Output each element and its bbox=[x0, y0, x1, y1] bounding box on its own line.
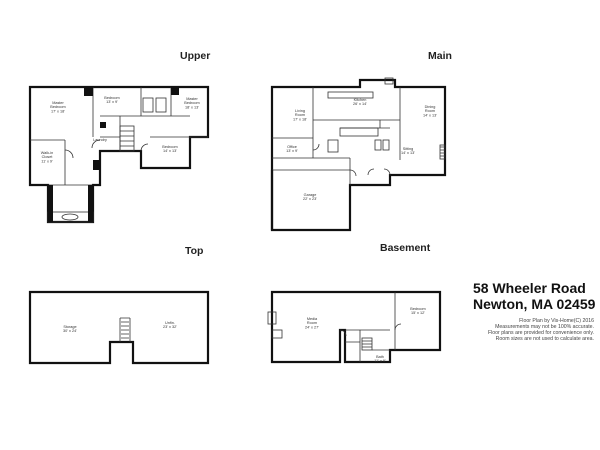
main-room-dims-garage: 22' x 23' bbox=[303, 197, 317, 201]
top-room-name-unfinished: Unfin. bbox=[165, 321, 175, 325]
main-room-name-garage: Garage bbox=[304, 193, 317, 197]
note-credit: Floor Plan by Vis-Home(C) 2016 bbox=[519, 318, 594, 324]
upper-room-dims-closet: 11' x 9' bbox=[41, 159, 53, 163]
basement-room-name-media-b: Room bbox=[307, 321, 317, 325]
upper-room-name-bedroom1: Bedroom bbox=[104, 96, 119, 100]
note-convenience: Floor plans are provided for convenience… bbox=[487, 330, 594, 337]
main-room-name-kitchen: Kitchen bbox=[354, 98, 367, 102]
upper-room-dims-bedroom2: 14' x 13' bbox=[163, 149, 177, 153]
upper-room-dims-master2: 18' x 13' bbox=[185, 105, 199, 109]
note-accuracy: Measurements may not be 100% accurate. bbox=[495, 324, 594, 331]
basement-room-name-bedroom: Bedroom bbox=[410, 307, 425, 311]
upper-room-name-master2-b: Bedroom bbox=[184, 101, 199, 105]
upper-room-label-laundry: Laundry bbox=[93, 138, 107, 142]
upper-room-dims-master: 17' x 18' bbox=[51, 109, 65, 113]
address-street: 58 Wheeler Road bbox=[473, 280, 586, 296]
note-room-sizes: Room sizes are not used to calculate are… bbox=[495, 336, 594, 343]
upper-room-name-closet-b: Closet bbox=[42, 155, 54, 159]
top-room-name-storage: Storage bbox=[63, 325, 76, 329]
top-room-label-unfinished: Unfin.23' x 32' bbox=[163, 321, 177, 329]
main-room-name-living-a: Living bbox=[295, 109, 305, 113]
main-room-dims-office: 13' x 9' bbox=[286, 149, 298, 153]
main-room-name-living-b: Room bbox=[295, 113, 305, 117]
basement-room-name-bath: Bath bbox=[376, 355, 384, 359]
upper-room-name-master2-a: Master bbox=[186, 97, 198, 101]
upper-room-name-closet-a: Walk-in bbox=[41, 151, 54, 155]
upper-room-dims-bedroom1: 13' x 9' bbox=[106, 100, 118, 104]
top-floor-title: Top bbox=[185, 245, 204, 257]
main-room-name-dining-a: Dining bbox=[425, 105, 436, 109]
basement-room-dims-bedroom: 15' x 12' bbox=[411, 311, 425, 315]
upper-room-name-master-b: Bedroom bbox=[50, 105, 65, 109]
upper-room-name-master-a: Master bbox=[52, 101, 64, 105]
basement-room-dims-media: 24' x 27' bbox=[305, 325, 319, 329]
main-room-name-dining-b: Room bbox=[425, 109, 435, 113]
main-room-name-office: Office bbox=[287, 145, 297, 149]
upper-floor-title: Upper bbox=[180, 50, 211, 62]
basement-floor-title: Basement bbox=[380, 242, 431, 254]
main-room-name-sitting: Sitting bbox=[403, 147, 414, 151]
main-room-dims-kitchen: 26' x 14' bbox=[353, 102, 367, 106]
main-floor-title: Main bbox=[428, 50, 452, 62]
disclaimer-notes: Floor Plan by Vis-Home(C) 2016 Measureme… bbox=[470, 318, 594, 342]
main-room-dims-living: 17' x 18' bbox=[293, 117, 307, 121]
basement-room-dims-bath: 11' x 9' bbox=[374, 359, 386, 363]
basement-room-name-media-a: Media bbox=[307, 317, 318, 321]
main-room-dims-sitting: 14' x 13' bbox=[401, 151, 415, 155]
main-room-dims-dining: 14' x 13' bbox=[423, 113, 437, 117]
address-city: Newton, MA 02459 bbox=[473, 296, 596, 312]
top-room-dims-unfinished: 23' x 32' bbox=[163, 325, 177, 329]
top-room-dims-storage: 30' x 24' bbox=[63, 329, 77, 333]
upper-room-name-bedroom2: Bedroom bbox=[162, 145, 177, 149]
